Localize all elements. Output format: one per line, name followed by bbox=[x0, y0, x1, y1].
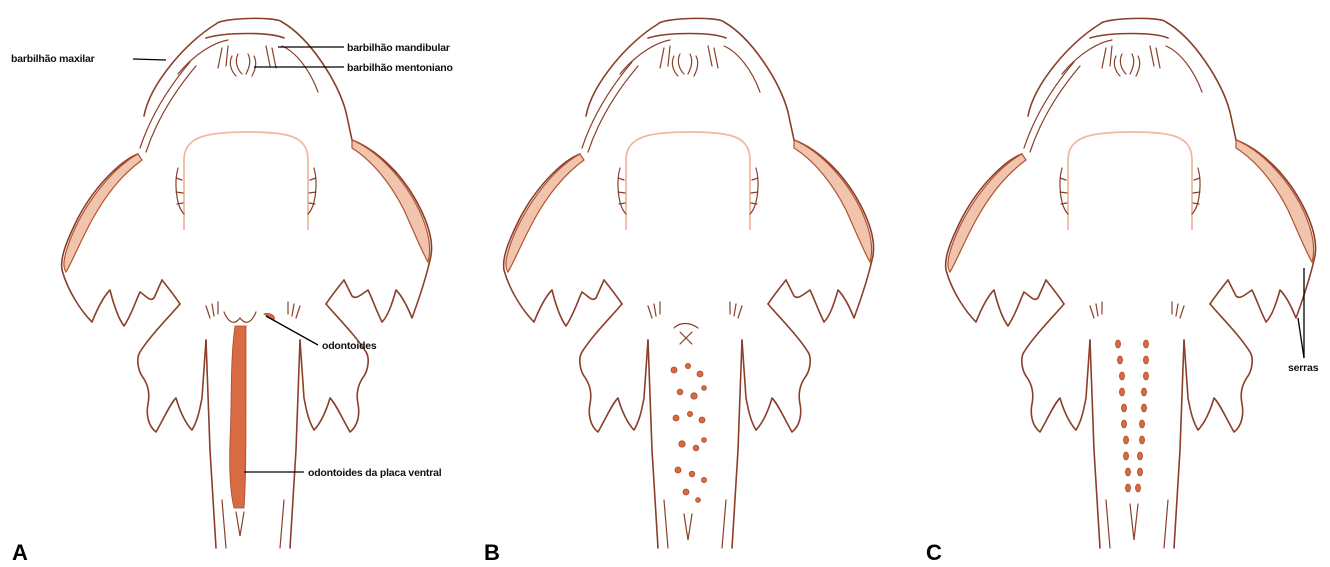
panel-b: B bbox=[484, 18, 874, 565]
leader-odontoides bbox=[266, 316, 318, 345]
odontodes-rows bbox=[1116, 340, 1149, 492]
panel-a: barbilhão maxilar barbilhão mandibular b… bbox=[11, 18, 453, 565]
label-odontoides: odontoides bbox=[322, 340, 377, 352]
panel-letter-a: A bbox=[12, 540, 28, 565]
odontodes-stripe bbox=[230, 326, 246, 508]
leader-serras-2 bbox=[1298, 318, 1304, 358]
odontodes-scattered bbox=[671, 363, 707, 502]
label-barbilhao-mandibular: barbilhão mandibular bbox=[347, 42, 450, 54]
panel-letter-c: C bbox=[926, 540, 942, 565]
label-barbilhao-mentoniano: barbilhão mentoniano bbox=[347, 62, 453, 74]
label-barbilhao-maxilar: barbilhão maxilar bbox=[11, 53, 95, 65]
label-odontoides-placa-ventral: odontoides da placa ventral bbox=[308, 467, 442, 479]
label-serras: serras bbox=[1288, 362, 1319, 374]
panel-c: serras C bbox=[926, 18, 1319, 565]
panel-letter-b: B bbox=[484, 540, 500, 565]
leader-barbilhao-maxilar bbox=[133, 59, 166, 60]
